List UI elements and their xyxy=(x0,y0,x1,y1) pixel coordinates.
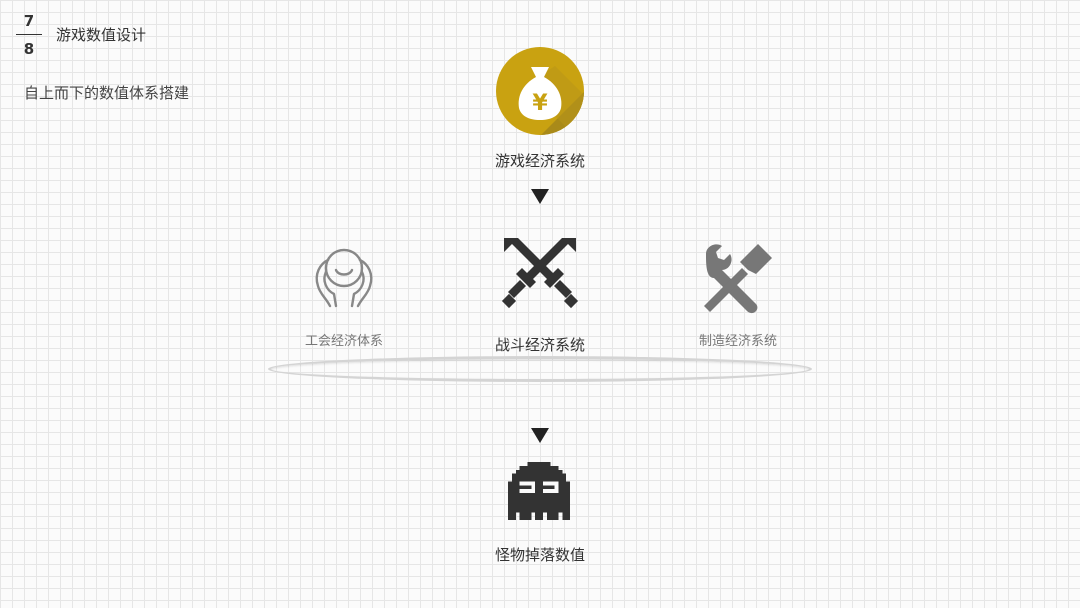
money-bag-icon: ¥ xyxy=(496,47,584,135)
down-arrow-2 xyxy=(531,428,549,443)
crossed-swords-icon xyxy=(501,238,579,309)
course-title: 游戏数值设计 xyxy=(56,26,147,44)
down-arrow-1 xyxy=(531,189,549,204)
page-number: 7 8 xyxy=(16,12,42,58)
svg-text:¥: ¥ xyxy=(532,91,548,116)
guild-people-icon xyxy=(315,248,373,308)
node-label-game-economy: 游戏经济系统 xyxy=(494,152,585,170)
pixel-ghost-icon xyxy=(508,462,570,521)
page-divider xyxy=(16,34,42,35)
orbit-ring xyxy=(268,356,812,382)
wrench-screwdriver-icon xyxy=(704,244,772,314)
node-label-guild: 工会经济体系 xyxy=(304,334,383,349)
node-label-combat-economy: 战斗经济系统 xyxy=(494,336,585,354)
node-label-monster-drop: 怪物掉落数值 xyxy=(494,546,585,564)
slide-subtitle: 自上而下的数值体系搭建 xyxy=(24,84,190,102)
node-label-crafting: 制造经济系统 xyxy=(698,334,777,349)
page-total: 8 xyxy=(23,40,35,58)
page-current: 7 xyxy=(23,12,35,30)
